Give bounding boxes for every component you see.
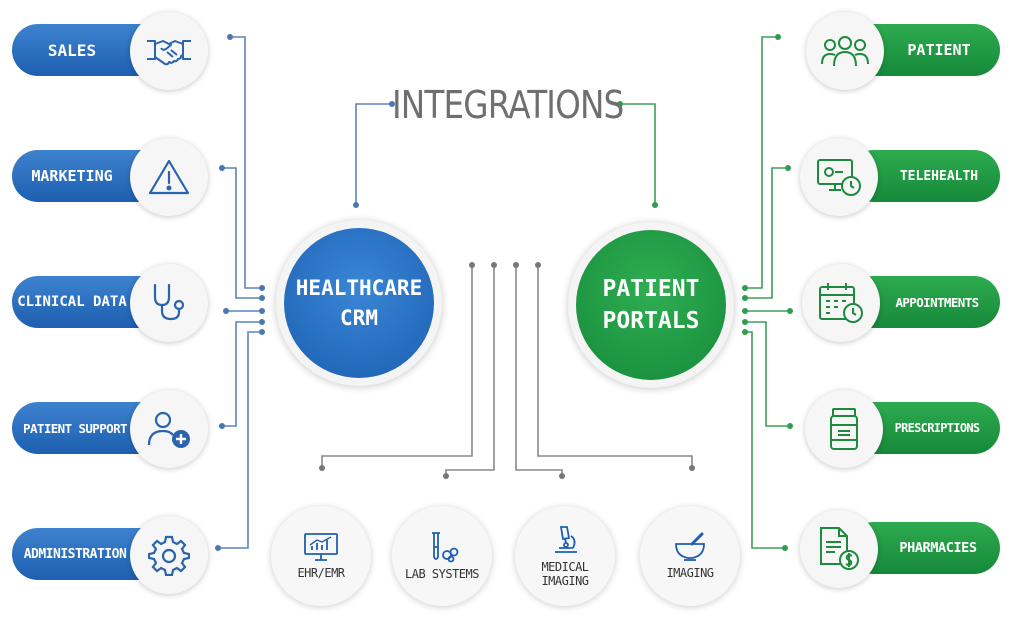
test-tube-icon [432,532,459,563]
user-plus-icon [130,390,208,468]
stethoscope-icon [130,264,208,342]
chart-monitor-icon [304,533,338,561]
connector-patient [745,36,778,289]
patient-portals-hub: PATIENT PORTALS [576,230,726,380]
pill-appointments-label: APPOINTMENTS [895,294,979,310]
portal-hub-line2: PORTALS [602,308,700,334]
pill-bottle-icon [805,390,883,468]
pill-patient-label: PATIENT [907,41,971,59]
handshake-icon [130,12,208,90]
calendar-clock-icon [802,264,880,342]
crm-hub-line2: CRM [340,306,378,330]
pill-sales-label: SALES [47,40,97,60]
gear-icon [130,516,208,594]
lab-systems-label: LAB SYSTEMS [405,567,479,581]
warning-triangle-icon [130,138,208,216]
pill-clinical-data-label: CLINICAL DATA [17,294,127,310]
healthcare-crm-hub: HEALTHCARE CRM [284,228,434,378]
lab-systems-node: LAB SYSTEMS [392,506,492,606]
connector-title-right [620,103,656,205]
document-dollar-icon [800,510,878,588]
pill-prescriptions-label: PRESCRIPTIONS [894,421,981,435]
pill-pharmacies-label: PHARMACIES [899,540,977,556]
medical-imaging-label-line1: MEDICAL [541,560,589,574]
microscope-icon [555,526,577,553]
ehr-emr-node: EHR/EMR [271,506,371,606]
pill-marketing-label: MARKETING [31,167,113,185]
connector-telehealth [745,167,788,299]
connector-lab [445,265,495,476]
connector-title-left [355,103,392,205]
imaging-label: IMAGING [666,566,714,580]
pill-patient-support-label: PATIENT SUPPORT [23,420,127,436]
connector-pharmacies [745,331,785,549]
people-group-icon [806,12,884,90]
medical-imaging-label-line2: IMAGING [541,574,589,588]
connector-sales [230,36,262,289]
connector-imaging [537,265,693,468]
diagram-title: INTEGRATIONS [392,83,624,127]
connector-admin [218,331,262,549]
portal-hub-line1: PATIENT [602,276,700,302]
connector-marketing [222,167,262,299]
connector-prescriptions [745,321,790,427]
ehr-emr-label: EHR/EMR [297,566,345,580]
telehealth-monitor-icon [800,138,878,216]
connector-ehr [321,265,473,468]
connector-medical [515,265,563,476]
pill-administration-label: ADMINISTRATION [23,546,127,562]
imaging-node: IMAGING [640,506,740,606]
connector-support [222,321,262,427]
mortar-pestle-icon [675,532,705,561]
pill-telehealth-label: TELEHEALTH [899,168,979,184]
crm-hub-line1: HEALTHCARE [295,276,423,300]
